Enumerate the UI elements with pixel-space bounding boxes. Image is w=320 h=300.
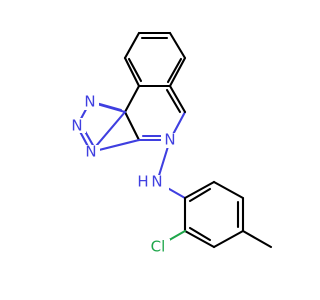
bond	[123, 110, 141, 142]
bond-double-inner	[94, 101, 123, 112]
bond	[212, 229, 245, 249]
bond	[123, 84, 141, 114]
methyl-bond	[241, 229, 273, 249]
atom-h: H	[137, 173, 148, 191]
bond	[183, 180, 216, 200]
bond-double-inner	[166, 57, 183, 84]
atom-label-background	[161, 133, 179, 148]
molecule-canvas: N N N N H N Cl	[68, 31, 273, 256]
bond-double-inner	[165, 88, 182, 114]
atom-n-amine: N	[151, 173, 162, 191]
bond	[123, 31, 141, 60]
structure-diagram: N N N N H N Cl	[68, 31, 273, 256]
bond-double-inner	[188, 187, 212, 203]
bond	[168, 31, 187, 60]
bond-double-inner	[188, 226, 212, 242]
atom-label-background	[135, 175, 169, 190]
substituents	[155, 229, 273, 249]
atom-label-background	[146, 239, 170, 255]
atom-label-background	[81, 95, 99, 110]
atom-cl: Cl	[151, 238, 166, 256]
atom-label-background	[82, 145, 100, 160]
bond-double-inner	[127, 57, 143, 83]
atom-label-background	[68, 118, 86, 133]
atom-n-top-ring: N	[84, 93, 95, 111]
bond	[183, 229, 216, 249]
atom-n-pyrazine: N	[164, 131, 175, 149]
bond	[212, 180, 245, 200]
upper-benzene-ring	[123, 31, 187, 88]
lower-benzene-ring	[183, 180, 245, 249]
atom-labels: N N N N H N Cl	[68, 93, 179, 256]
bond	[123, 56, 141, 88]
atom-n-triazole-left: N	[71, 117, 82, 135]
atom-n-triazole-lower: N	[85, 143, 96, 161]
bond	[168, 84, 187, 114]
bond	[168, 56, 187, 88]
